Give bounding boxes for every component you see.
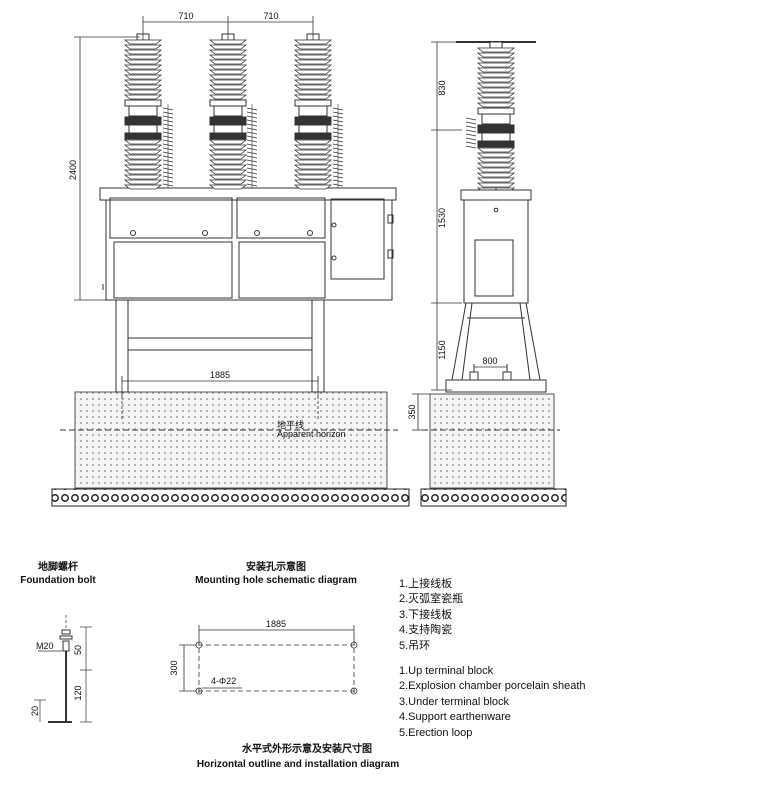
legend-item-en: 3.Under terminal block [399,695,510,708]
mounting-dim-300: 300 [169,660,179,675]
front-panel-upper-left [109,197,233,239]
bolt-m20: M20 [36,641,54,651]
side-foundation [429,393,555,489]
side-view [420,41,567,507]
front-support-insulators [162,104,344,188]
front-panel-lower-mid [238,241,326,299]
caption-en: Horizontal outline and installation diag… [197,759,399,770]
bolt-dim-50: 50 [73,645,83,655]
legend-item-en: 4.Support earthenware [399,711,511,724]
side-a-frame [451,302,541,381]
horizon-label-en: Apparent horizon [277,429,346,439]
mounting-dim-1885: 1885 [266,619,286,629]
side-cabinet [460,189,532,201]
dim-800: 800 [482,356,497,366]
legend-item-en: 1.Up terminal block [399,665,494,678]
mounting-title-en: Mounting hole schematic diagram [195,575,357,586]
legend-item-cn: 4.支持陶瓷 [399,624,453,637]
bolt-title-en: Foundation bolt [20,575,96,586]
front-view [51,33,410,507]
mounting-title-cn: 安装孔示意图 [246,560,306,573]
front-dimensions [74,16,319,420]
bolt-dimensions [34,626,92,723]
front-panel-lower-left [113,241,233,299]
legend-item-cn: 3.下接线板 [399,608,453,621]
front-ground-gravel [51,488,410,507]
dim-2400: 2400 [68,160,78,180]
dim-710-left: 710 [178,11,193,21]
side-ground-gravel [420,488,567,507]
front-foundation [74,391,388,489]
bolt-dim-20: 20 [30,706,40,716]
mounting-hole-diagram [179,625,358,696]
front-panel-upper-mid [236,197,326,239]
dim-1530: 1530 [437,208,447,228]
bolt-dim-120: 120 [73,685,83,700]
legend-item-cn: 2.灭弧室瓷瓶 [399,593,464,606]
dim-830: 830 [437,80,447,95]
dim-1885-front: 1885 [210,370,230,380]
side-porcelain-column [465,41,516,198]
front-porcelain-columns [123,33,333,190]
front-panel-door-right [330,198,385,280]
dim-1150: 1150 [437,340,447,359]
foundation-bolt [38,615,73,723]
mounting-holes-spec: 4-Φ22 [211,676,236,686]
legend-item-en: 5.Erection loop [399,726,473,739]
horizon-label-cn: 地平线 [277,419,304,430]
legend-item-cn: 5.吊环 [399,639,431,652]
mounting-hole [350,687,358,695]
bolt-title-cn: 地脚螺杆 [38,560,78,573]
legend-item-cn: 1.上接线板 [399,578,453,590]
caption-cn: 水平式外形示意及安装尺寸图 [241,742,372,755]
parts-legend: 1.上接线板 2.灭弧室瓷瓶 3.下接线板 4.支持陶瓷 5.吊环 1.Up t… [399,577,649,741]
dim-350: 350 [407,404,417,419]
mounting-hole [350,641,358,649]
dim-710-right: 710 [263,11,278,21]
side-dimensions [412,41,507,431]
legend-item-en: 2.Explosion chamber porcelain sheath [399,680,586,693]
